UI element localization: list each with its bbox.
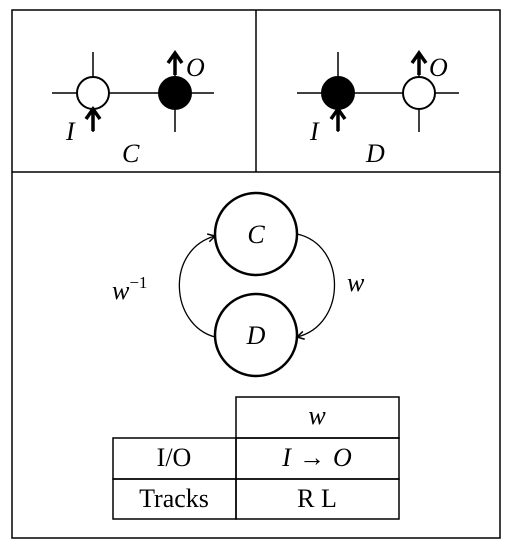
edge-left-base: w [112,276,130,305]
row-io-from: I [281,443,292,472]
filled-node [321,76,355,110]
input-label: I [309,117,320,146]
row-tracks-value-cell [235,478,400,520]
state-c-label: C [247,220,265,249]
output-arrow-head-icon [410,49,428,65]
row-tracks-label: Tracks [139,484,209,513]
input-label: I [65,117,76,146]
output-arrow-head-icon [166,49,184,65]
open-node [76,76,110,110]
input-arrow-head-icon [84,105,102,121]
row-io-label: I/O [157,443,192,472]
row-tracks-value: R L [297,484,337,513]
state-d-label: D [246,321,266,350]
header-w: w [308,401,326,430]
output-label: O [429,53,448,82]
row-io-to: O [333,443,352,472]
edge-c-to-d [295,233,336,340]
panel-caption: C [122,139,140,168]
panel-caption: D [365,139,385,168]
state-diagram: C D w−1 w [112,191,365,378]
edge-left-sup: −1 [129,273,147,292]
row-io-arrow: → [299,443,325,472]
edge-right-label: w [347,268,365,297]
output-label: O [186,53,205,82]
input-arrow-head-icon [329,105,347,121]
row-io-value: I→ O [281,443,352,472]
filled-node [158,76,192,110]
edge-d-to-c [178,233,217,338]
io-table: w I/O I→ O Tracks R L [112,396,400,520]
panel-d: I O D [297,49,459,168]
edge-left-label: w−1 [112,273,147,305]
open-node [402,76,436,110]
panel-c: I O C [52,49,214,168]
